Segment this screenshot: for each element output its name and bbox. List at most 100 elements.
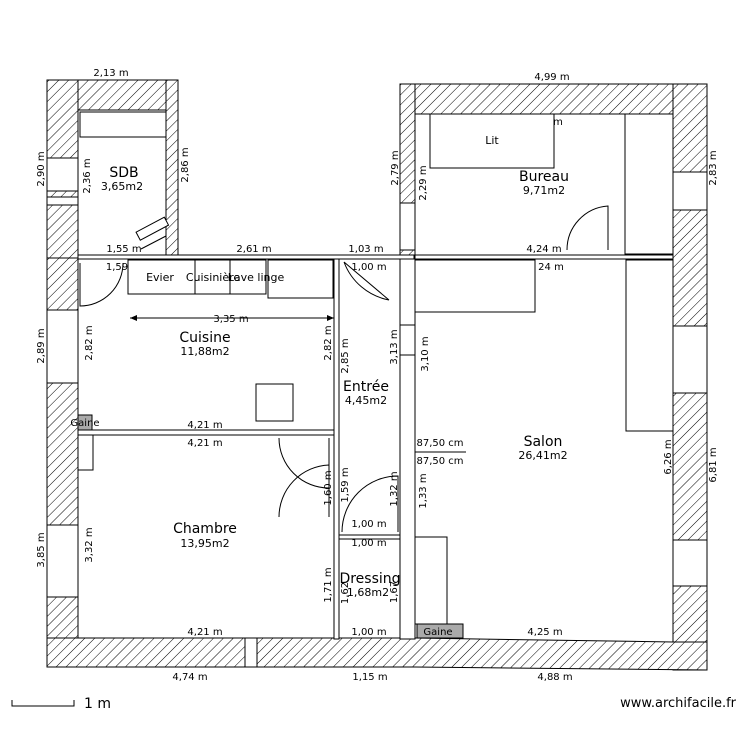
- dim-bureau-m: m: [553, 117, 563, 128]
- dim-salon-top: 24 m: [538, 262, 564, 273]
- label-gaine-left: Gaine: [70, 418, 99, 429]
- room-name-salon: Salon: [524, 434, 563, 450]
- partition-cuisine-chambre: [77, 429, 335, 436]
- door-entree-arc: [343, 261, 390, 301]
- dim-outer-bottom-left: 4,74 m: [172, 672, 207, 683]
- dim-chambre-bottom: 4,21 m: [187, 627, 222, 638]
- credit-text: www.archifacile.fr: [620, 696, 736, 711]
- room-area-entree: 4,45m2: [345, 394, 387, 407]
- partition-top-right: [414, 254, 674, 260]
- dim-top-left: 2,13 m: [93, 68, 128, 79]
- dim-cuisine-bottom-a: 4,21 m: [187, 420, 222, 431]
- room-area-sdb: 3,65m2: [101, 180, 143, 193]
- dim-outer-bottom-mid: 1,15 m: [352, 672, 387, 683]
- door-chambre-a: [278, 437, 330, 489]
- dim-chambre-outer-left: 3,85 m: [36, 532, 47, 567]
- door-bureau-arc: [566, 205, 609, 251]
- dim-cuisine-inner-right: 2,82 m: [323, 325, 334, 360]
- door-chambre-b: [278, 464, 330, 518]
- dim-sdb-outer-left: 2,90 m: [36, 151, 47, 186]
- dim-sdb-bottom: 1,55 m: [106, 244, 141, 255]
- label-gaine-salon: Gaine: [423, 627, 452, 638]
- dim-bureau-outer-left: 2,79 m: [390, 150, 401, 185]
- room-name-bureau: Bureau: [519, 169, 569, 185]
- room-name-cuisine: Cuisine: [179, 330, 230, 346]
- dim-cuisine-inner-left: 2,82 m: [84, 325, 95, 360]
- kitchen-cabinet: [267, 259, 334, 299]
- salon-cabinet: [625, 259, 674, 432]
- room-name-chambre: Chambre: [173, 521, 237, 537]
- dim-cuisine-width: 3,35 m: [213, 314, 248, 325]
- furniture: [77, 111, 674, 639]
- door-sdb-leaf: [140, 235, 167, 250]
- fixture-labels: Lit Evier Cuisinière Lave linge Gaine Ga…: [70, 134, 499, 638]
- gaine-salon: [416, 623, 464, 639]
- dim-dressing-171: 1,71 m: [323, 567, 334, 602]
- dim-salon-133: 1,33 m: [418, 473, 429, 508]
- window-salon-2: [672, 539, 708, 587]
- room-area-chambre: 13,95m2: [180, 537, 229, 550]
- kitchen-table: [255, 383, 294, 422]
- label-evier: Evier: [146, 271, 174, 284]
- room-area-cuisine: 11,88m2: [180, 345, 229, 358]
- bathtub: [79, 111, 167, 138]
- door-salon: [341, 475, 399, 533]
- dim-salon-right-inner: 6,26 m: [663, 439, 674, 474]
- door-sdb: [135, 216, 170, 241]
- partition-top-left: [77, 254, 415, 260]
- dim-salon-875-b: 87,50 cm: [416, 456, 463, 467]
- dim-mid-103: 1,03 m: [348, 244, 383, 255]
- dim-kitchen-159: 1,59: [106, 262, 128, 273]
- dim-salon-bottom: 4,25 m: [527, 627, 562, 638]
- windows: [46, 157, 708, 668]
- room-labels: SDB 3,65m2 Bureau 9,71m2 Cuisine 11,88m2…: [101, 165, 569, 599]
- wall-bottom: [46, 637, 708, 671]
- wall-bureau-top: [399, 83, 708, 115]
- partition-dressing: [338, 534, 401, 540]
- partition-entree-left: [333, 258, 340, 640]
- dim-entree-left: 2,85 m: [340, 338, 351, 373]
- salon-radiator: [399, 324, 416, 356]
- cuisiniere: [194, 259, 231, 295]
- room-area-salon: 26,41m2: [518, 449, 567, 462]
- dim-entree-160: 1,60 m: [323, 470, 334, 505]
- window-bottom: [244, 637, 258, 668]
- window-bureau-left: [399, 202, 416, 251]
- dim-entree-132: 1,32 m: [389, 471, 400, 506]
- window-sdb-small: [46, 196, 79, 206]
- dim-dressing-162: 1,62: [340, 582, 351, 604]
- dim-cuisine-outer-left: 2,89 m: [36, 328, 47, 363]
- vertical-dimensions: 2,90 m 2,36 m 2,86 m 2,79 m 2,29 m 2,83 …: [36, 147, 719, 604]
- room-name-dressing: Dressing: [339, 571, 400, 587]
- salon-unit: [414, 536, 448, 625]
- scale-bar: 1 m: [11, 696, 111, 712]
- dim-top-right: 4,99 m: [534, 72, 569, 83]
- window-salon-1: [672, 325, 708, 394]
- horizontal-dimensions: 2,13 m 4,99 m m 1,55 m 2,61 m 1,03 m 4,2…: [93, 68, 572, 683]
- dim-entree-bottom-b: 1,00 m: [351, 538, 386, 549]
- gaine-left: [77, 414, 93, 431]
- dim-entree-right: 3,13 m: [389, 329, 400, 364]
- window-cuisine: [46, 309, 79, 384]
- cuisine-dimension-arrow: [130, 315, 334, 321]
- scale-line: [11, 700, 75, 707]
- dim-chambre-inner-left: 3,32 m: [84, 527, 95, 562]
- lave-linge: [229, 259, 267, 295]
- dim-sdb-inner-left: 2,36 m: [82, 158, 93, 193]
- window-bureau-right: [672, 171, 708, 211]
- dim-bureau-bottom: 4,24 m: [526, 244, 561, 255]
- dim-salon-left: 3,10 m: [420, 336, 431, 371]
- evier: [127, 259, 196, 295]
- label-cuisiniere: Cuisinière: [186, 271, 241, 284]
- doors: [79, 205, 609, 533]
- dim-salon-right-outer: 6,81 m: [708, 447, 719, 482]
- scale-label: 1 m: [84, 696, 111, 712]
- dim-cuisine-bottom-b: 4,21 m: [187, 438, 222, 449]
- dim-entree-bottom-a: 1,00 m: [351, 519, 386, 530]
- dim-dressing-167: 1,67: [389, 581, 400, 603]
- bureau-cabinet: [624, 113, 674, 255]
- dim-mid-261: 2,61 m: [236, 244, 271, 255]
- dim-dressing-bottom: 1,00 m: [351, 627, 386, 638]
- dim-entree-159: 1,59 m: [340, 467, 351, 502]
